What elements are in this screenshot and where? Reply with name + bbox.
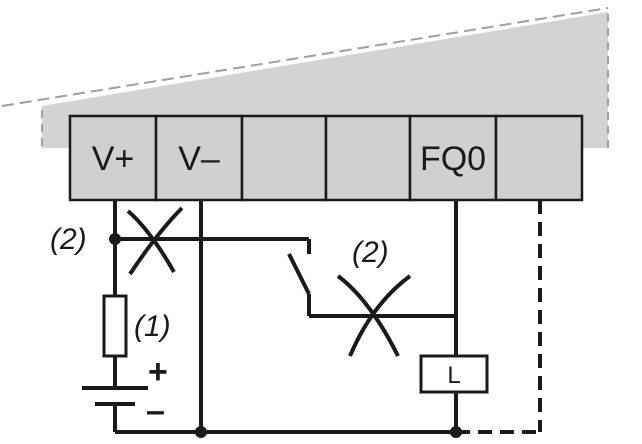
terminal-blank-1	[240, 114, 328, 202]
supply-minus: –	[146, 392, 165, 430]
terminal-label-v-plus: V+	[92, 140, 135, 178]
housing-top-edge	[1, 7, 609, 107]
note-right: (2)	[352, 236, 389, 269]
terminal-v-plus	[68, 114, 158, 202]
load-label: L	[447, 362, 460, 389]
note-left: (2)	[50, 223, 87, 256]
terminal-label-v-minus: V–	[178, 140, 220, 178]
fuse-note: (1)	[134, 310, 171, 343]
terminal-block: V+ V– FQ0	[68, 114, 584, 202]
cross-mark-left	[126, 206, 184, 276]
cross-mark-right	[336, 274, 412, 357]
terminal-blank-2	[324, 114, 412, 202]
switch-blade	[287, 253, 311, 295]
load-box	[419, 354, 489, 394]
terminal-blank-3	[494, 114, 584, 202]
junction-dot-left	[109, 233, 121, 245]
device-housing	[42, 12, 608, 148]
fuse	[102, 294, 128, 358]
junction-dot-vminus	[195, 426, 207, 438]
junction-dot-fq0	[450, 426, 462, 438]
supply-plus: +	[148, 353, 168, 391]
terminal-fq0	[408, 114, 498, 202]
terminal-label-fq0: FQ0	[420, 140, 486, 178]
